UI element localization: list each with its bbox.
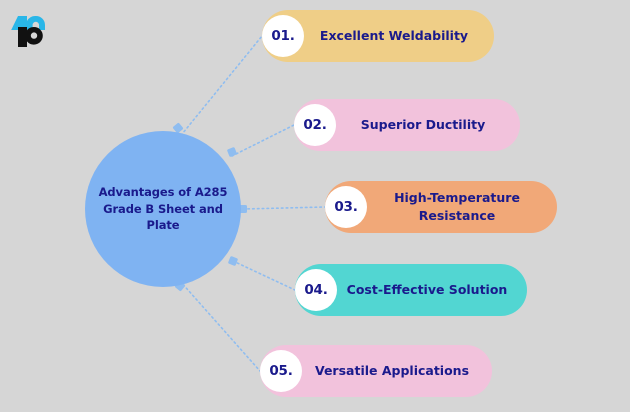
advantage-badge-4: 04. [295,269,337,311]
advantage-item-4[interactable]: Cost-Effective Solution 04. [295,264,527,316]
advantage-item-5[interactable]: Versatile Applications 05. [260,345,492,397]
advantage-number-1: 01. [271,28,295,44]
advantage-number-5: 05. [269,363,293,379]
hub-title: Advantages of A285 Grade B Sheet and Pla… [98,184,228,233]
advantage-badge-2: 02. [294,104,336,146]
logo-mark-dark [18,26,43,47]
advantage-badge-3: 03. [325,186,367,228]
advantage-label-1: Excellent Weldability [319,27,469,43]
advantage-label-5: Versatile Applications [314,362,470,378]
pm-logo [10,8,62,54]
advantage-item-1[interactable]: Excellent Weldability 01. [262,10,494,62]
advantage-badge-1: 01. [262,15,304,57]
connector-line-2 [231,124,295,157]
connector-node-3 [239,205,247,213]
advantage-pill-1: Excellent Weldability [262,10,494,62]
hub-circle: Advantages of A285 Grade B Sheet and Pla… [85,131,241,287]
advantage-item-3[interactable]: High-Temperature Resistance 03. [325,181,557,233]
advantage-label-2: Superior Ductility [360,116,486,132]
advantage-number-3: 03. [334,199,358,215]
advantage-number-2: 02. [303,117,327,133]
advantage-label-4: Cost-Effective Solution [346,281,508,297]
connector-node-1 [172,122,184,134]
advantage-label-3: High-Temperature Resistance [394,189,520,223]
connector-line-1 [177,35,263,140]
connector-node-2 [227,147,237,157]
advantage-badge-5: 05. [260,350,302,392]
connector-line-5 [179,280,261,372]
connector-line-3 [242,206,326,210]
connector-line-4 [232,260,296,291]
connector-node-4 [228,256,238,266]
advantage-number-4: 04. [304,282,328,298]
advantage-item-2[interactable]: Superior Ductility 02. [294,99,520,151]
